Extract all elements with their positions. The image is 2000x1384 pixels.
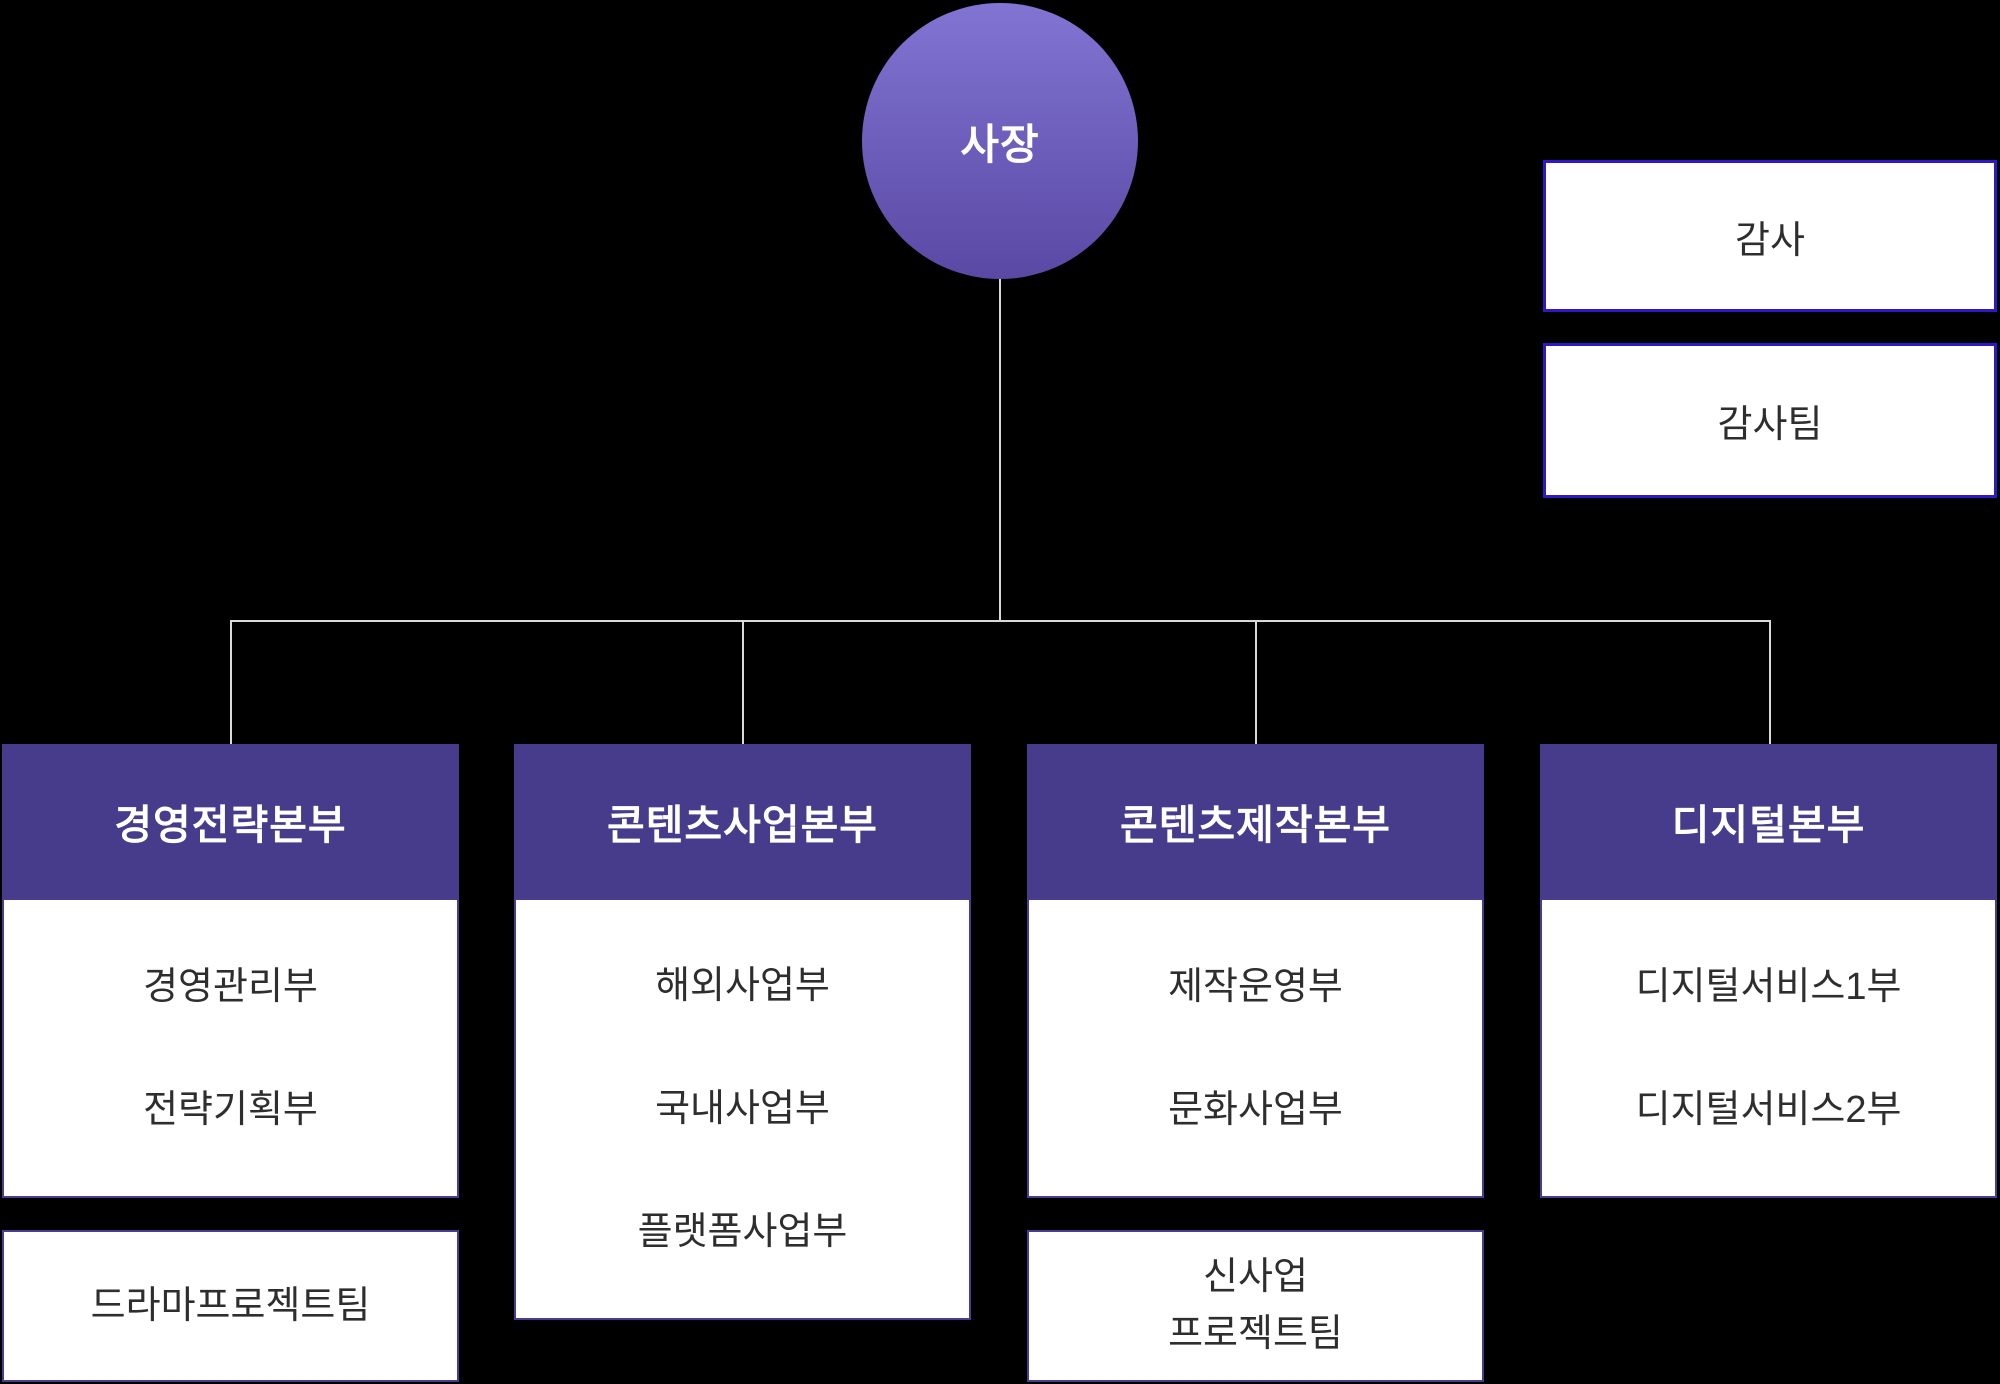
audit-team-box: 감사팀 [1543,343,1997,498]
department-item: 해외사업부 [655,965,830,1007]
division-header: 콘텐츠사업본부 [514,744,971,898]
department-item: 경영관리부 [143,965,318,1008]
division-header: 콘텐츠제작본부 [1027,744,1484,898]
division-title: 경영전략본부 [114,802,347,848]
division-body: 제작운영부 문화사업부 [1027,898,1484,1198]
sub-team-box: 신사업 프로젝트팀 [1027,1230,1484,1382]
division-title: 콘텐츠사업본부 [606,802,879,848]
department-item: 전략기획부 [143,1088,318,1131]
division-column-digital: 디지털본부 디지털서비스1부 디지털서비스2부 [1540,744,1997,1198]
division-header: 디지털본부 [1540,744,1997,898]
connector-drop-3 [1255,621,1257,744]
sub-team-label: 신사업 프로젝트팀 [1168,1256,1343,1355]
division-body: 경영관리부 전략기획부 [2,898,459,1198]
audit-team-box-label: 감사팀 [1717,404,1823,446]
division-body: 해외사업부 국내사업부 플랫폼사업부 [514,898,971,1320]
department-item: 디지털서비스1부 [1635,965,1902,1008]
connector-drop-1 [230,621,232,744]
connector-drop-2 [742,621,744,744]
division-title: 디지털본부 [1671,802,1866,848]
division-header: 경영전략본부 [2,744,459,898]
sub-team-box: 드라마프로젝트팀 [2,1230,459,1382]
connector-horizontal [230,620,1771,622]
root-node-label: 사장 [960,120,1040,168]
division-column-content-business: 콘텐츠사업본부 해외사업부 국내사업부 플랫폼사업부 [514,744,971,1320]
department-item: 디지털서비스2부 [1635,1088,1902,1131]
department-item: 플랫폼사업부 [637,1211,848,1253]
division-body: 디지털서비스1부 디지털서비스2부 [1540,898,1997,1198]
division-title: 콘텐츠제작본부 [1119,802,1392,848]
department-item: 국내사업부 [655,1088,830,1130]
division-column-management-strategy: 경영전략본부 경영관리부 전략기획부 드라마프로젝트팀 [2,744,459,1382]
audit-box: 감사 [1543,160,1997,312]
department-item: 문화사업부 [1168,1088,1343,1131]
connector-drop-4 [1769,621,1771,744]
root-node-president: 사장 [862,3,1138,279]
division-column-content-production: 콘텐츠제작본부 제작운영부 문화사업부 신사업 프로젝트팀 [1027,744,1484,1382]
sub-team-label: 드라마프로젝트팀 [90,1284,371,1327]
audit-box-label: 감사 [1735,219,1805,262]
department-item: 제작운영부 [1168,965,1343,1008]
connector-trunk [999,278,1001,621]
